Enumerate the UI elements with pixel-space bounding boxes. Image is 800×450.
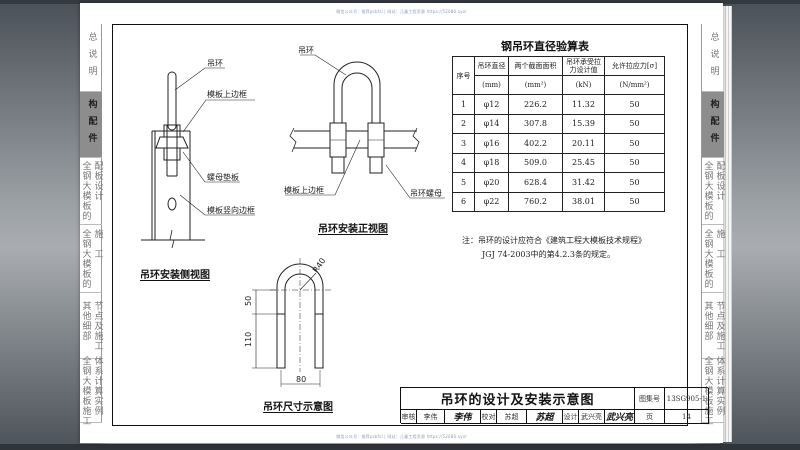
note-line-1: 注：吊环的设计应符合《建筑工程大模板技术规程》: [462, 236, 646, 245]
reviewer-name: 李伟: [417, 410, 445, 424]
label-nut-pad: 螺母垫板: [207, 172, 239, 182]
page-number: 14: [665, 410, 709, 424]
tab-details-right[interactable]: 节点及施工其他细部: [702, 293, 725, 359]
label-dim-80: 80: [296, 375, 306, 384]
label-radius: R40: [311, 256, 327, 274]
tab-construction-right[interactable]: 施 工全钢大模板的: [702, 225, 725, 293]
table-title: 钢吊环直径验算表: [501, 40, 589, 53]
header-area: 两个截面面积: [508, 56, 563, 76]
checker-signature: 苏超: [527, 410, 563, 424]
design-label: 设计: [563, 410, 579, 424]
design-note: 注：吊环的设计应符合《建筑工程大模板技术规程》 JGJ 74-2003中的第4.…: [462, 234, 646, 262]
label-top-frame-front: 模板上边框: [284, 185, 324, 195]
checker-name: 苏超: [497, 410, 527, 424]
watermark-bottom: 微信公众号：推荐psbfsl | 网站：儿童工程资源 https://52086…: [336, 434, 467, 439]
label-top-frame-side: 模板上边框: [207, 89, 247, 99]
caption-front-view: 吊环安装正视图: [318, 224, 388, 235]
note-line-2: JGJ 74-2003中的第4.2.3条的规定。: [482, 250, 615, 259]
tab-panel-layout-design[interactable]: 配板设计全钢大模板的: [80, 158, 103, 225]
drawing-frame: [112, 24, 688, 426]
header-diameter: 吊环直径: [474, 56, 509, 76]
caption-dimension-view: 吊环尺寸示意图: [263, 402, 333, 413]
label-vertical-frame: 模板竖向边框: [207, 205, 255, 215]
unit-diameter: (mm): [474, 75, 509, 95]
title-block: 吊环的设计及安装示意图 图集号 13SG905-1 审核 李伟 李伟 校对 苏超…: [400, 387, 709, 424]
label-dim-110: 110: [244, 332, 253, 347]
background-top-bar: [0, 0, 800, 4]
watermark-top: 微信公众号：推荐psbfsl | 网站：儿童工程资源 https://52086…: [336, 9, 467, 14]
tab-general-notes[interactable]: 总说明: [80, 24, 102, 92]
label-dim-50: 50: [244, 296, 253, 306]
background-bottom-bar: [0, 444, 800, 450]
tab-components[interactable]: 构配件: [80, 92, 102, 158]
left-section-tabs: 总说明 构配件 配板设计全钢大模板的 施 工全钢大模板的 节点及施工其他细部 体…: [80, 24, 103, 426]
tab-construction[interactable]: 施 工全钢大模板的: [80, 225, 103, 293]
front-view-drawing: [285, 54, 445, 199]
designer-name: 武兴亮: [579, 410, 605, 424]
check-label: 校对: [481, 410, 497, 424]
label-ring-side: 吊环: [207, 59, 223, 68]
background-right: [720, 0, 800, 450]
tab-general-notes-right[interactable]: 总说明: [702, 24, 724, 92]
label-ring-nut: 吊环螺母: [410, 188, 442, 198]
tab-calculation-example[interactable]: 体系计算实例全钢大模板施工: [80, 355, 103, 426]
side-view-drawing: [141, 67, 255, 249]
background-left: [0, 0, 80, 450]
tab-calculation-example-right[interactable]: 体系计算实例全钢大模板施工: [702, 355, 725, 426]
tab-panel-layout-design-right[interactable]: 配板设计全钢大模板的: [702, 158, 725, 225]
review-label: 审核: [401, 410, 417, 424]
drawing-title: 吊环的设计及安装示意图: [401, 388, 635, 410]
label-ring-front: 吊环: [298, 46, 314, 55]
header-index: 序号: [452, 56, 475, 95]
unit-stress: (N/mm²): [604, 75, 665, 95]
atlas-label: 图集号: [635, 388, 665, 410]
unit-area: (mm²): [508, 75, 563, 95]
caption-side-view: 吊环安装侧视图: [140, 270, 210, 281]
atlas-number: 13SG905-1: [665, 388, 709, 410]
tab-components-right[interactable]: 构配件: [702, 92, 724, 158]
calc-table: 序号 吊环直径 两个截面面积 吊环承受拉力设计值 允许拉应力[σ] (mm) (…: [452, 56, 665, 212]
page-label: 页: [635, 410, 665, 424]
header-tension: 吊环承受拉力设计值: [562, 56, 605, 76]
reviewer-signature: 李伟: [445, 410, 481, 424]
tab-details[interactable]: 节点及施工其他细部: [80, 293, 103, 359]
dimension-view-drawing: [252, 258, 332, 387]
designer-signature: 武兴亮: [605, 410, 635, 424]
right-section-tabs: 总说明 构配件 配板设计全钢大模板的 施 工全钢大模板的 节点及施工其他细部 体…: [701, 24, 725, 426]
header-stress: 允许拉应力[σ]: [604, 56, 665, 76]
unit-tension: (kN): [562, 75, 605, 95]
